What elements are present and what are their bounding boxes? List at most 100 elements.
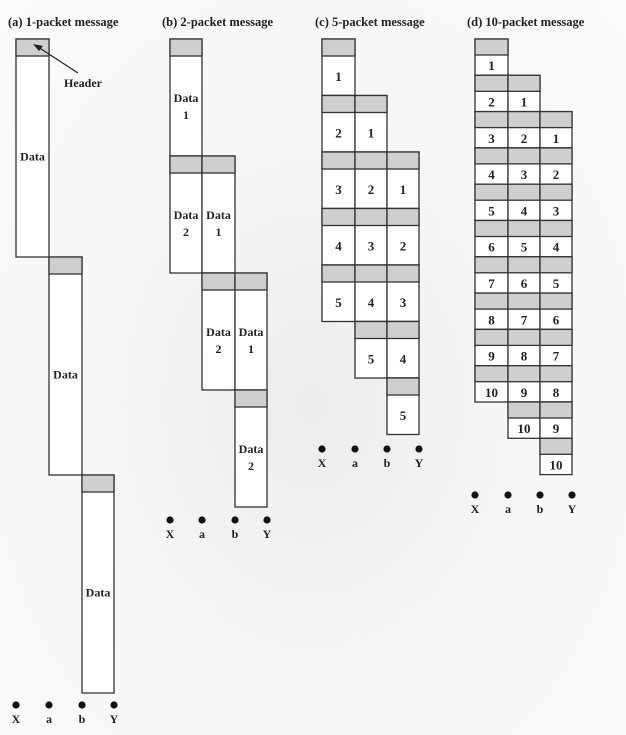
node-label: a [505, 502, 511, 516]
packet-number: 2 [183, 225, 189, 239]
packet-header [539, 219, 573, 238]
packet: 1 [321, 38, 356, 97]
node-label: X [318, 456, 327, 470]
packet: 9 [539, 401, 573, 439]
packet-number: 4 [521, 203, 528, 218]
node-label: Y [110, 712, 119, 726]
packet-number: 4 [368, 295, 375, 310]
packet-number: 1 [248, 342, 254, 356]
node-dot [12, 701, 20, 709]
packet-number: 10 [485, 385, 498, 400]
packet: 2 [321, 94, 356, 153]
packet-header [386, 151, 420, 170]
node-label: X [166, 527, 175, 541]
packet: 4 [386, 320, 420, 379]
node-dot [415, 445, 423, 453]
packet: Data 2 [169, 155, 203, 274]
packet-header [169, 38, 203, 57]
packet-header [321, 94, 356, 114]
packet-header [507, 365, 541, 383]
packet: 5 [474, 183, 509, 222]
packet-header [201, 272, 236, 291]
packet: Data [15, 38, 50, 258]
packet-header [321, 38, 356, 57]
packet-header [507, 147, 541, 165]
packet-header [386, 207, 420, 227]
packet-header [234, 389, 268, 408]
data-label: Data [239, 325, 264, 339]
packet-header [321, 264, 356, 283]
data-label: Data [239, 442, 264, 456]
packet-header [201, 155, 236, 174]
packet: 3 [386, 264, 420, 323]
packet-header [474, 256, 509, 274]
packet-header [507, 328, 541, 347]
packet: 8 [507, 328, 541, 367]
packet-header [539, 437, 573, 455]
panel-b: (b) 2-packet messageData1Data2Data1Data2… [162, 15, 274, 541]
packet: 1 [354, 94, 388, 153]
packet-number: 6 [488, 240, 495, 255]
packet-number: 4 [488, 167, 495, 182]
packet-number: 8 [488, 312, 495, 327]
panel-title: (b) 2-packet message [162, 15, 274, 29]
node-dot [78, 701, 86, 709]
packet-number: 2 [488, 94, 495, 109]
packet-number: 3 [488, 131, 495, 146]
packet-header [539, 110, 573, 129]
packet: 3 [507, 147, 541, 185]
packet: 4 [474, 147, 509, 185]
node-dot [568, 491, 576, 499]
packet-number: 2 [216, 342, 222, 356]
packet-number: 2 [248, 459, 254, 473]
packet: 5 [539, 256, 573, 294]
node-label: b [79, 712, 86, 726]
packet-header [386, 320, 420, 340]
panel-d: (d) 10-packet message1234567891012345678… [467, 15, 585, 516]
arrowhead-icon [33, 44, 43, 51]
packet: 3 [354, 207, 388, 266]
packet-number: 1 [335, 69, 342, 84]
packet-header [539, 328, 573, 347]
packet-number: 1 [553, 131, 560, 146]
packet: 2 [386, 207, 420, 266]
packet: Data [81, 474, 115, 694]
data-label: Data [86, 586, 111, 600]
packet-number: 3 [335, 182, 342, 197]
packet-header [474, 219, 509, 238]
node-dot [471, 491, 479, 499]
packet-number: 2 [335, 125, 342, 140]
packet: 4 [507, 183, 541, 222]
packet-data [81, 474, 115, 694]
packet-header [539, 401, 573, 419]
node-label: Y [263, 527, 272, 541]
packet-number: 7 [553, 349, 560, 364]
packet-number: 1 [521, 94, 528, 109]
packet: Data [48, 256, 83, 476]
packet: 3 [539, 183, 573, 222]
panel-title: (a) 1-packet message [8, 15, 119, 29]
data-label: Data [174, 91, 199, 105]
packet-header [474, 183, 509, 201]
packet: 1 [386, 151, 420, 210]
packet-number: 1 [400, 182, 407, 197]
packet-header [539, 183, 573, 201]
header-label: Header [64, 76, 103, 90]
packet-number: 2 [368, 182, 375, 197]
packet: 8 [474, 292, 509, 331]
packet: 6 [474, 219, 509, 258]
packet-number: 10 [518, 421, 531, 436]
packet-number: 1 [216, 225, 222, 239]
packet-number: 3 [521, 167, 528, 182]
node-dot [263, 516, 271, 524]
node-dot [45, 701, 53, 709]
data-label: Data [174, 208, 199, 222]
packet-header [539, 256, 573, 274]
panel-title: (d) 10-packet message [467, 15, 585, 29]
packet-number: 4 [335, 238, 342, 253]
packet-number: 7 [521, 312, 528, 327]
data-label: Data [53, 368, 78, 382]
packet: 10 [507, 401, 541, 439]
